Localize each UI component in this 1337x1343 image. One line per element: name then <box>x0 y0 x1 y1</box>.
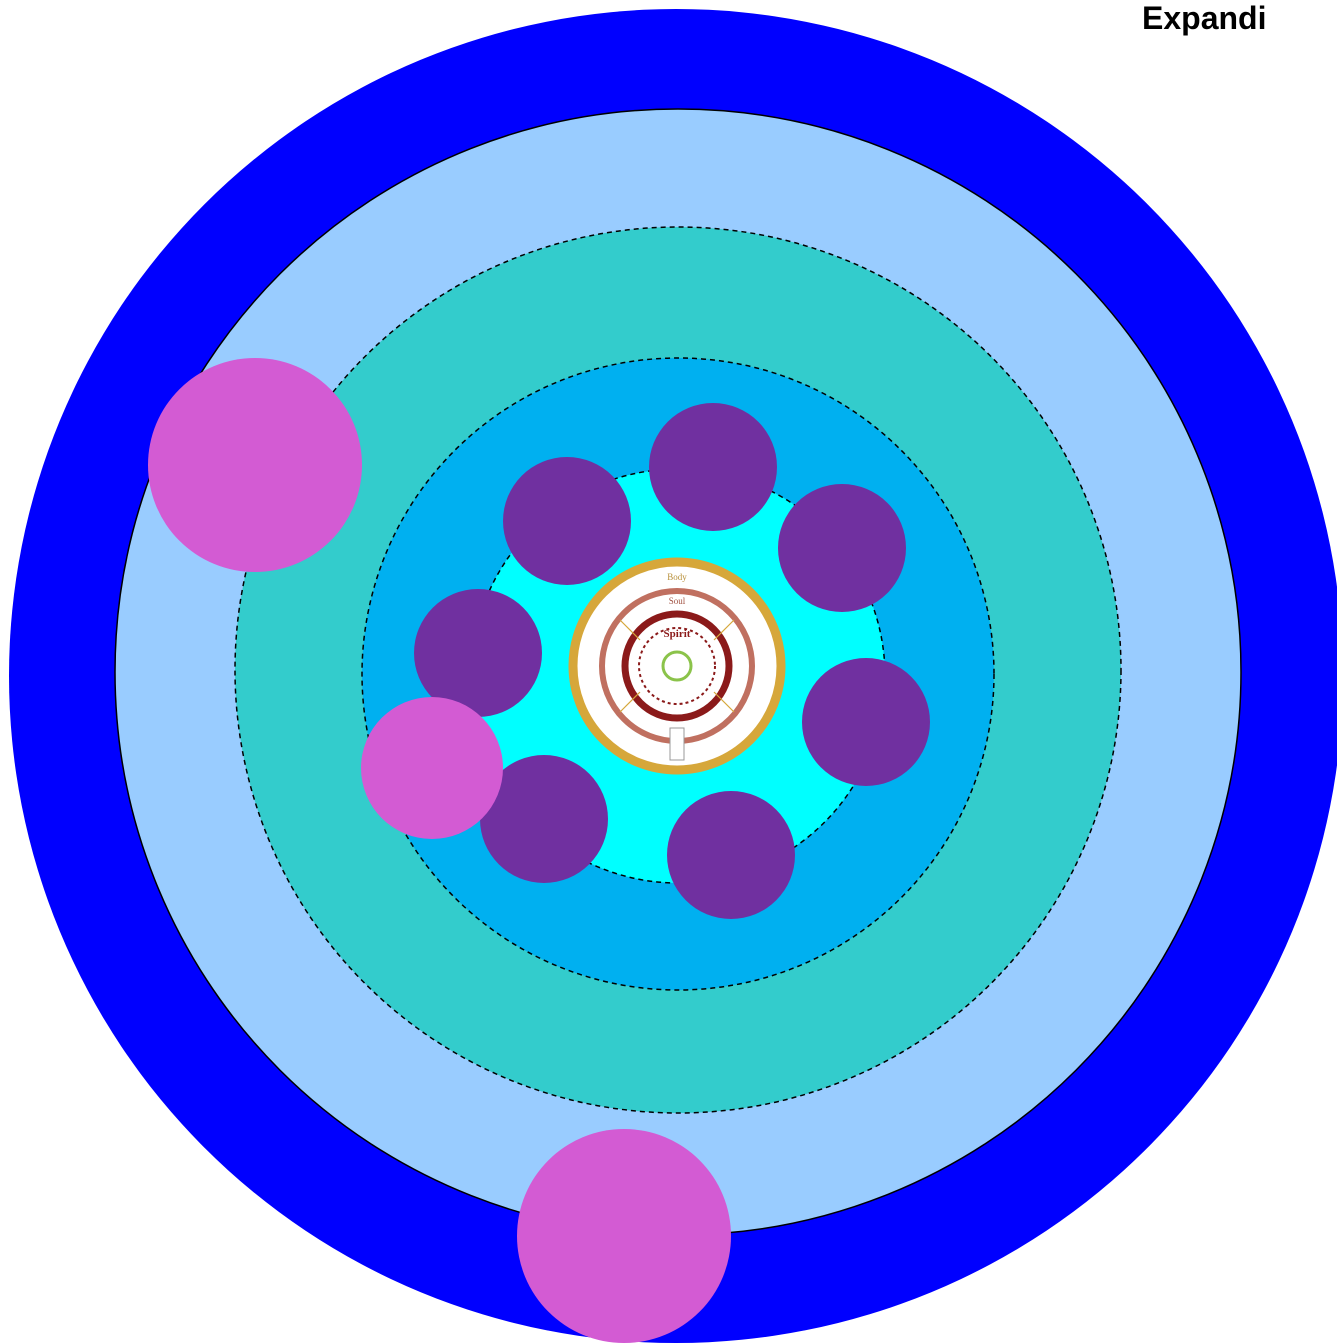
emblem-pillar <box>670 728 684 760</box>
central-emblem: Body Soul Spirit <box>569 558 785 774</box>
emblem-green-center <box>663 652 691 680</box>
pink-circle <box>517 1129 731 1343</box>
purple-circle <box>778 484 906 612</box>
purple-circle <box>649 403 777 531</box>
purple-circle <box>667 791 795 919</box>
emblem-soul-label: Soul <box>669 596 686 606</box>
pink-circle <box>148 358 362 572</box>
emblem-body-label: Body <box>667 572 687 582</box>
pink-circle <box>361 697 503 839</box>
purple-circle <box>503 457 631 585</box>
purple-circle <box>802 658 930 786</box>
emblem-spirit-label: Spirit <box>664 628 691 640</box>
